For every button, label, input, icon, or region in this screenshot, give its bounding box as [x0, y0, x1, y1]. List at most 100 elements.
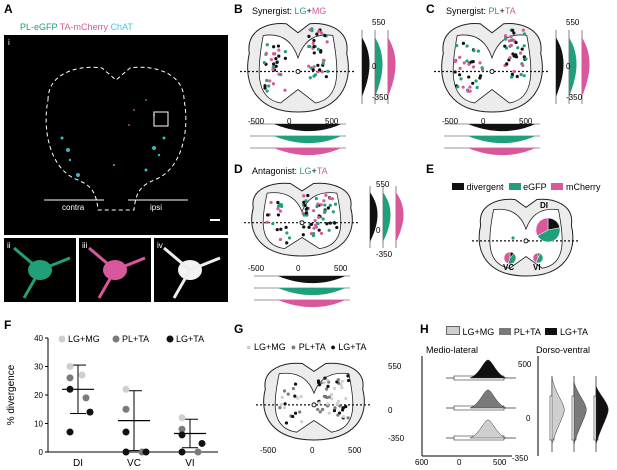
- xtick-c-0: 0: [481, 117, 486, 126]
- cell-point: [278, 406, 282, 410]
- cell-point: [276, 200, 280, 205]
- cell-point: [475, 85, 479, 90]
- violin-shape: [383, 192, 391, 242]
- cell-point: [265, 89, 269, 93]
- cell-point: [276, 204, 281, 208]
- ml-violin: [469, 359, 507, 379]
- cell-point: [339, 383, 343, 387]
- legend-label: LG+TA: [176, 334, 204, 344]
- roman-iv: iv: [157, 241, 163, 250]
- cell-point: [319, 231, 324, 235]
- cell-point: [266, 213, 270, 217]
- cell-point: [505, 62, 509, 66]
- cell-point: [317, 401, 322, 405]
- x-tick-label: VC: [127, 458, 141, 469]
- xtick-d-0: 0: [296, 264, 301, 273]
- roman-iii: iii: [82, 241, 88, 250]
- roman-ii: ii: [7, 241, 11, 250]
- ytick-c-550: 550: [566, 18, 580, 27]
- cell-point: [319, 31, 324, 35]
- cell-point: [309, 66, 313, 70]
- label-contra: contra: [62, 203, 85, 212]
- panel-d-title: Antagonist: LG+TA: [252, 166, 328, 176]
- cell-point: [309, 222, 314, 226]
- cell-point: [316, 47, 321, 51]
- data-point: [66, 374, 74, 382]
- cell-point: [478, 76, 482, 80]
- y-tick-label: 30: [34, 363, 43, 372]
- cord-map-c: [434, 23, 590, 156]
- cell-point: [514, 53, 518, 57]
- xtick-c-500n: -500: [442, 117, 459, 126]
- cell-point: [521, 28, 525, 32]
- cell-point: [312, 209, 316, 213]
- region-vc: VC: [503, 263, 515, 272]
- dv-title: Dorso-ventral: [536, 345, 591, 355]
- cell-point: [291, 386, 295, 391]
- cell-point: [332, 386, 337, 390]
- cell-point: [271, 65, 275, 69]
- cell-point: [271, 221, 275, 226]
- violin-shape: [582, 37, 590, 97]
- cell-point: [300, 420, 304, 424]
- xtick-g-0: 0: [310, 446, 315, 455]
- cell-point: [326, 402, 330, 406]
- cell-point: [325, 222, 329, 226]
- cell-point: [285, 241, 289, 245]
- legend-g: ● LG+MG ● PL+TA ● LG+TA: [246, 342, 367, 352]
- cell-point: [332, 409, 337, 413]
- data-point: [86, 408, 94, 416]
- distribution-plots-h: [421, 356, 609, 457]
- cell-point: [331, 210, 335, 214]
- cell-point: [316, 407, 320, 412]
- cell-point: [275, 228, 279, 232]
- cell-point: [461, 85, 465, 89]
- cell-point: [272, 52, 276, 56]
- cell-point: [480, 66, 484, 70]
- panel-b-title: Synergist: LG+MG: [252, 6, 327, 16]
- h-dv-tick-0: 0: [526, 414, 531, 423]
- cell-point: [346, 378, 351, 383]
- xtick-g-500n: -500: [260, 446, 277, 455]
- cell-point: [276, 207, 280, 211]
- cell-point: [321, 58, 326, 62]
- cell-point: [277, 48, 281, 52]
- label-ipsi: ipsi: [150, 203, 163, 212]
- ytick-d-350: -350: [376, 250, 393, 259]
- cell-point: [265, 220, 269, 224]
- cell-point: [307, 64, 311, 68]
- cell-point: [293, 411, 298, 415]
- spinal-cord-outline-a: [44, 66, 220, 221]
- cell-point: [298, 410, 302, 414]
- cell-point: [328, 203, 332, 207]
- cell-point: [462, 61, 466, 65]
- cell-point: [320, 70, 324, 74]
- data-point: [122, 385, 130, 393]
- cell-point: [323, 376, 327, 380]
- cell-point: [316, 215, 321, 219]
- ytick-g-0: 0: [388, 406, 393, 415]
- cell-point: [293, 394, 297, 398]
- cell-point: [301, 233, 305, 237]
- cell-point: [262, 61, 266, 65]
- ytick-g-550: 550: [388, 362, 402, 371]
- cell-point: [465, 59, 469, 63]
- cell-point: [319, 50, 323, 54]
- cell-point: [296, 396, 300, 400]
- violin-shape: [274, 124, 342, 132]
- cell-point: [263, 86, 267, 90]
- xtick-d-500n: -500: [248, 264, 265, 273]
- violin-shape: [370, 192, 378, 242]
- inset-iii: iii: [79, 238, 151, 302]
- cell-point: [468, 85, 472, 89]
- cell-point: [302, 200, 306, 204]
- cell-point: [280, 395, 284, 400]
- legend-ta-mcherry: TA-mCherry: [59, 22, 109, 32]
- data-point: [122, 448, 130, 456]
- violin-shape: [556, 37, 564, 97]
- cell-point: [342, 414, 346, 419]
- roman-i: i: [8, 38, 10, 47]
- cell-point: [470, 60, 474, 64]
- cell-point: [321, 61, 325, 65]
- cell-point: [282, 406, 287, 410]
